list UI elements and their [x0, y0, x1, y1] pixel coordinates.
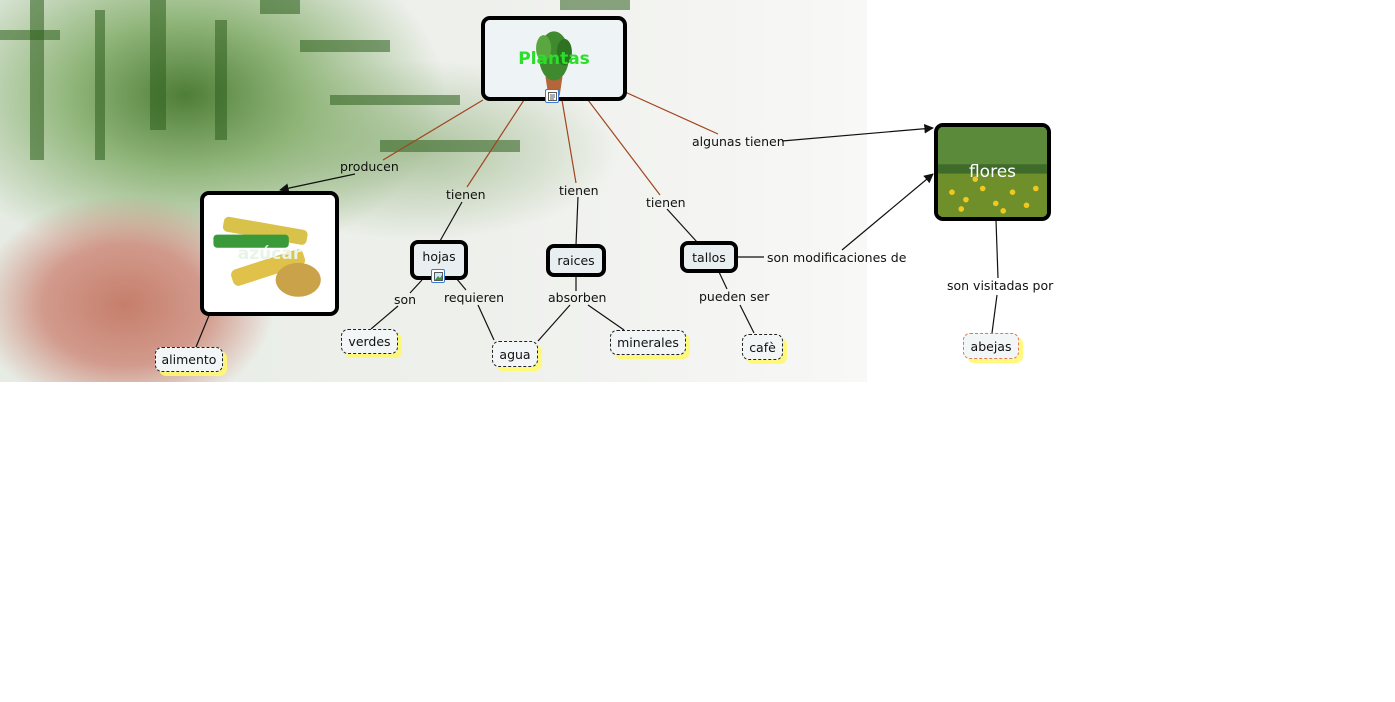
link-label-son-modificaciones-de[interactable]: son modificaciones de	[767, 250, 906, 265]
concept-label: flores	[969, 162, 1016, 182]
link-flores-visitadas	[996, 220, 998, 278]
link-requieren-agua	[478, 305, 494, 340]
link-tienen-hojas	[440, 202, 462, 241]
link-label-son[interactable]: son	[394, 292, 416, 307]
link-azucar-alimento	[196, 313, 210, 347]
link-tienen-raices	[576, 197, 578, 245]
link-plantas-algunas	[625, 92, 718, 134]
concept-label: tallos	[692, 250, 726, 265]
concept-label: minerales	[617, 335, 679, 350]
document-resource-icon[interactable]	[545, 89, 559, 103]
concept-verdes[interactable]: verdes	[341, 329, 398, 354]
link-absorben-minerales	[588, 305, 624, 330]
link-modificaciones-flores	[842, 174, 933, 250]
concept-label: abejas	[971, 339, 1012, 354]
link-label-tienen-raices[interactable]: tienen	[559, 183, 599, 198]
link-algunas-flores	[782, 128, 933, 141]
link-tallos-pueden	[719, 272, 727, 289]
concept-label: agua	[499, 347, 530, 362]
link-label-pueden-ser[interactable]: pueden ser	[699, 289, 769, 304]
concept-cafe[interactable]: cafè	[742, 334, 783, 360]
concept-label: cafè	[749, 340, 776, 355]
concept-label: verdes	[348, 334, 390, 349]
concept-label: Plantas	[518, 49, 590, 69]
concept-label: hojas	[422, 249, 455, 264]
link-label-son-visitadas-por[interactable]: son visitadas por	[947, 278, 1053, 293]
link-plantas-tienen-hojas	[467, 100, 524, 187]
concept-alimento[interactable]: alimento	[155, 347, 223, 372]
link-tienen-tallos	[667, 209, 697, 242]
concept-tallos[interactable]: tallos	[680, 241, 738, 273]
link-plantas-tienen-raices	[562, 100, 576, 183]
concept-label: azúcar	[238, 244, 301, 264]
link-label-producen[interactable]: producen	[340, 159, 399, 174]
concept-abejas[interactable]: abejas	[963, 333, 1019, 359]
concept-label: alimento	[162, 352, 217, 367]
link-producen-azucar	[280, 174, 355, 190]
link-label-tienen-tallos[interactable]: tienen	[646, 195, 686, 210]
link-plantas-producen	[383, 100, 483, 160]
link-absorben-agua	[538, 305, 570, 341]
concept-azucar[interactable]: azúcar	[200, 191, 339, 316]
concept-minerales[interactable]: minerales	[610, 330, 686, 355]
link-label-algunas-tienen[interactable]: algunas tienen	[692, 134, 785, 149]
link-pueden-cafe	[740, 305, 754, 333]
concept-label: raices	[557, 253, 594, 268]
image-resource-icon[interactable]	[431, 269, 445, 283]
concept-agua[interactable]: agua	[492, 341, 538, 367]
link-label-requieren[interactable]: requieren	[444, 290, 504, 305]
link-label-absorben[interactable]: absorben	[548, 290, 606, 305]
concept-raices[interactable]: raices	[546, 244, 606, 277]
link-plantas-tienen-tallos	[588, 100, 660, 195]
link-son-verdes	[371, 306, 398, 329]
link-label-tienen-hojas[interactable]: tienen	[446, 187, 486, 202]
link-visitadas-abejas	[992, 295, 997, 333]
concept-flores[interactable]: flores	[934, 123, 1051, 221]
